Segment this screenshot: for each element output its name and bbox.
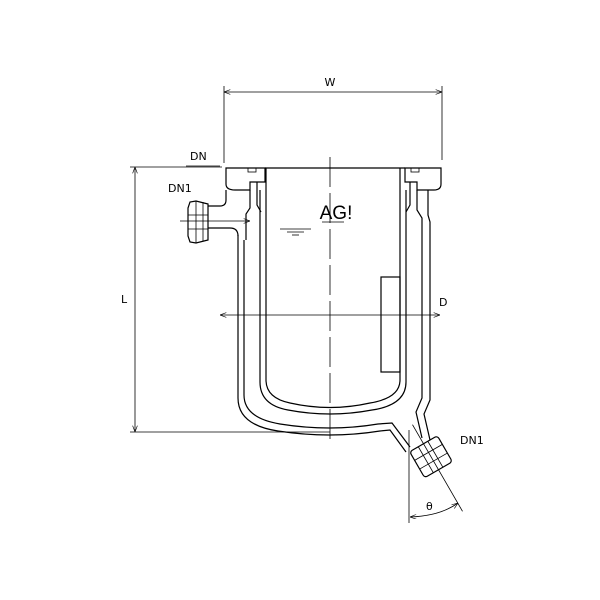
diameter-dimension: D [220,296,447,315]
bottom-nozzle-label: DN1 [460,434,484,447]
inner-vessel-wall [259,190,407,415]
length-dimension: L [121,166,330,433]
side-nozzle-label: DN1 [168,182,192,195]
flange-label: DN [190,150,207,163]
jacket-neck-left [245,190,251,240]
logo-text: AG! [320,203,353,224]
bottom-nozzle [410,424,463,512]
length-label: L [121,293,128,306]
ag-logo: AG! [320,203,353,224]
angle-label: θ [426,500,433,513]
jacket-outer-wall [237,235,407,453]
side-nozzle: DN1 [168,182,250,244]
sight-glass [380,276,401,373]
angle-dimension: θ [408,430,458,523]
inner-vessel-outer-wall [265,168,401,409]
top-flange [225,167,442,191]
width-dimension: W [223,76,443,163]
diameter-label: D [439,296,447,309]
flange-dimension: DN [186,150,220,167]
liquid-level-icon [280,228,311,236]
jacket-outer-wall-inner [243,240,411,448]
jacket-right-inner [415,190,423,439]
width-label: W [325,76,336,89]
jacket-right-outer [423,190,431,441]
